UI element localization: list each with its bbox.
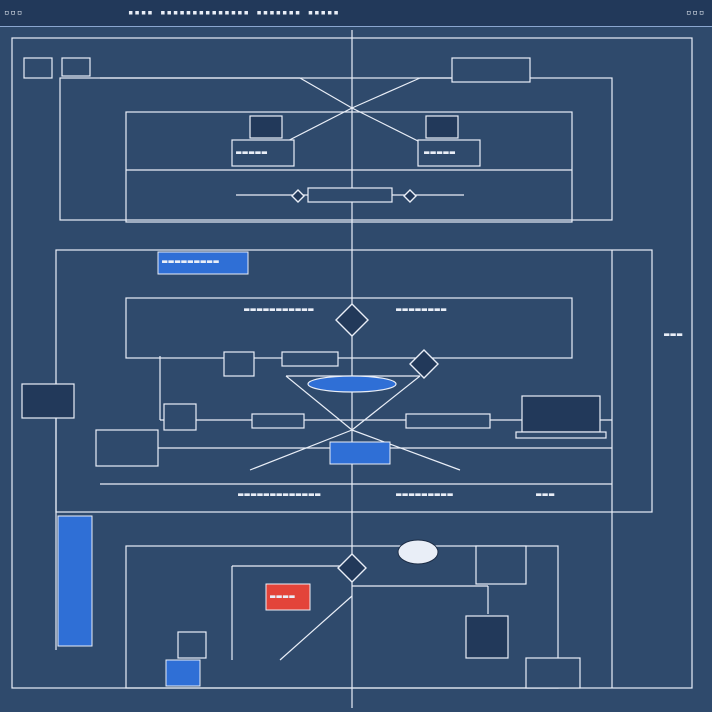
node-box: [231, 139, 295, 167]
blue-tag-label: ▬▬▬▬▬▬▬▬▬: [162, 257, 220, 267]
monitor-icon: [249, 115, 283, 139]
diamond-node: [335, 303, 369, 337]
mid-right-label: ▬▬▬▬▬▬▬▬: [396, 305, 448, 315]
arrow-node: [403, 189, 417, 203]
device-box: [95, 429, 159, 467]
corner-right-label: ▫▫▫: [686, 8, 706, 18]
diamond-node: [409, 349, 439, 379]
connector: [285, 375, 353, 431]
side-right-label: ▬▬▬: [664, 330, 684, 340]
connector: [279, 595, 353, 661]
note-box: [451, 57, 531, 83]
device-box: [251, 413, 305, 429]
blue-tag: [157, 251, 249, 275]
laptop-screen: [521, 395, 601, 433]
connector: [351, 375, 421, 431]
blue-block: [165, 659, 201, 687]
blue-column: [57, 515, 93, 647]
connector: [299, 77, 353, 109]
device-box: [281, 351, 339, 367]
red-box: [265, 583, 311, 611]
diamond-node: [337, 553, 367, 583]
upper-inner: [125, 111, 573, 223]
laptop-base: [515, 431, 607, 439]
corner-left-label: ▫▫▫: [4, 8, 24, 18]
terminal-box: [465, 615, 509, 659]
mid-left-label: ▬▬▬▬▬▬▬▬▬▬▬: [244, 305, 315, 315]
corner-box: [23, 57, 53, 79]
lower-right-label: ▬▬▬▬▬▬▬▬▬: [396, 490, 454, 500]
device-box: [405, 413, 491, 429]
mid-box: [125, 297, 573, 359]
node-b-label: ▬▬▬▬▬: [424, 148, 457, 158]
node-box: [417, 139, 481, 167]
small-right-label: ▬▬▬: [536, 490, 556, 500]
connector: [249, 429, 353, 471]
monitor-icon: [425, 115, 459, 139]
link-label-box: [307, 187, 393, 203]
side-panel: [21, 383, 75, 419]
platform-ellipse: [307, 375, 397, 393]
node-a-label: ▬▬▬▬▬: [236, 148, 269, 158]
device-box: [177, 631, 207, 659]
lower-left-label: ▬▬▬▬▬▬▬▬▬▬▬▬▬: [238, 490, 322, 500]
connector: [351, 429, 461, 471]
title-bar: ▫▫▫ ▪▪▪▪ ▪▪▪▪▪▪▪▪▪▪▪▪▪▪ ▪▪▪▪▪▪▪ ▪▪▪▪▪ ▫▫…: [0, 0, 712, 27]
device-box: [525, 657, 581, 689]
arrow-node: [291, 189, 305, 203]
blue-hub: [329, 441, 391, 465]
corner-box: [61, 57, 91, 77]
device-box: [223, 351, 255, 377]
device-box: [475, 545, 527, 585]
lower-section: [125, 545, 559, 689]
red-box-label: ▬▬▬▬: [270, 592, 296, 602]
device-box: [163, 403, 197, 431]
cloud-icon: [397, 539, 439, 565]
connector: [351, 77, 421, 109]
diagram-title: ▪▪▪▪ ▪▪▪▪▪▪▪▪▪▪▪▪▪▪ ▪▪▪▪▪▪▪ ▪▪▪▪▪: [128, 8, 340, 18]
upper-section: [59, 77, 613, 221]
